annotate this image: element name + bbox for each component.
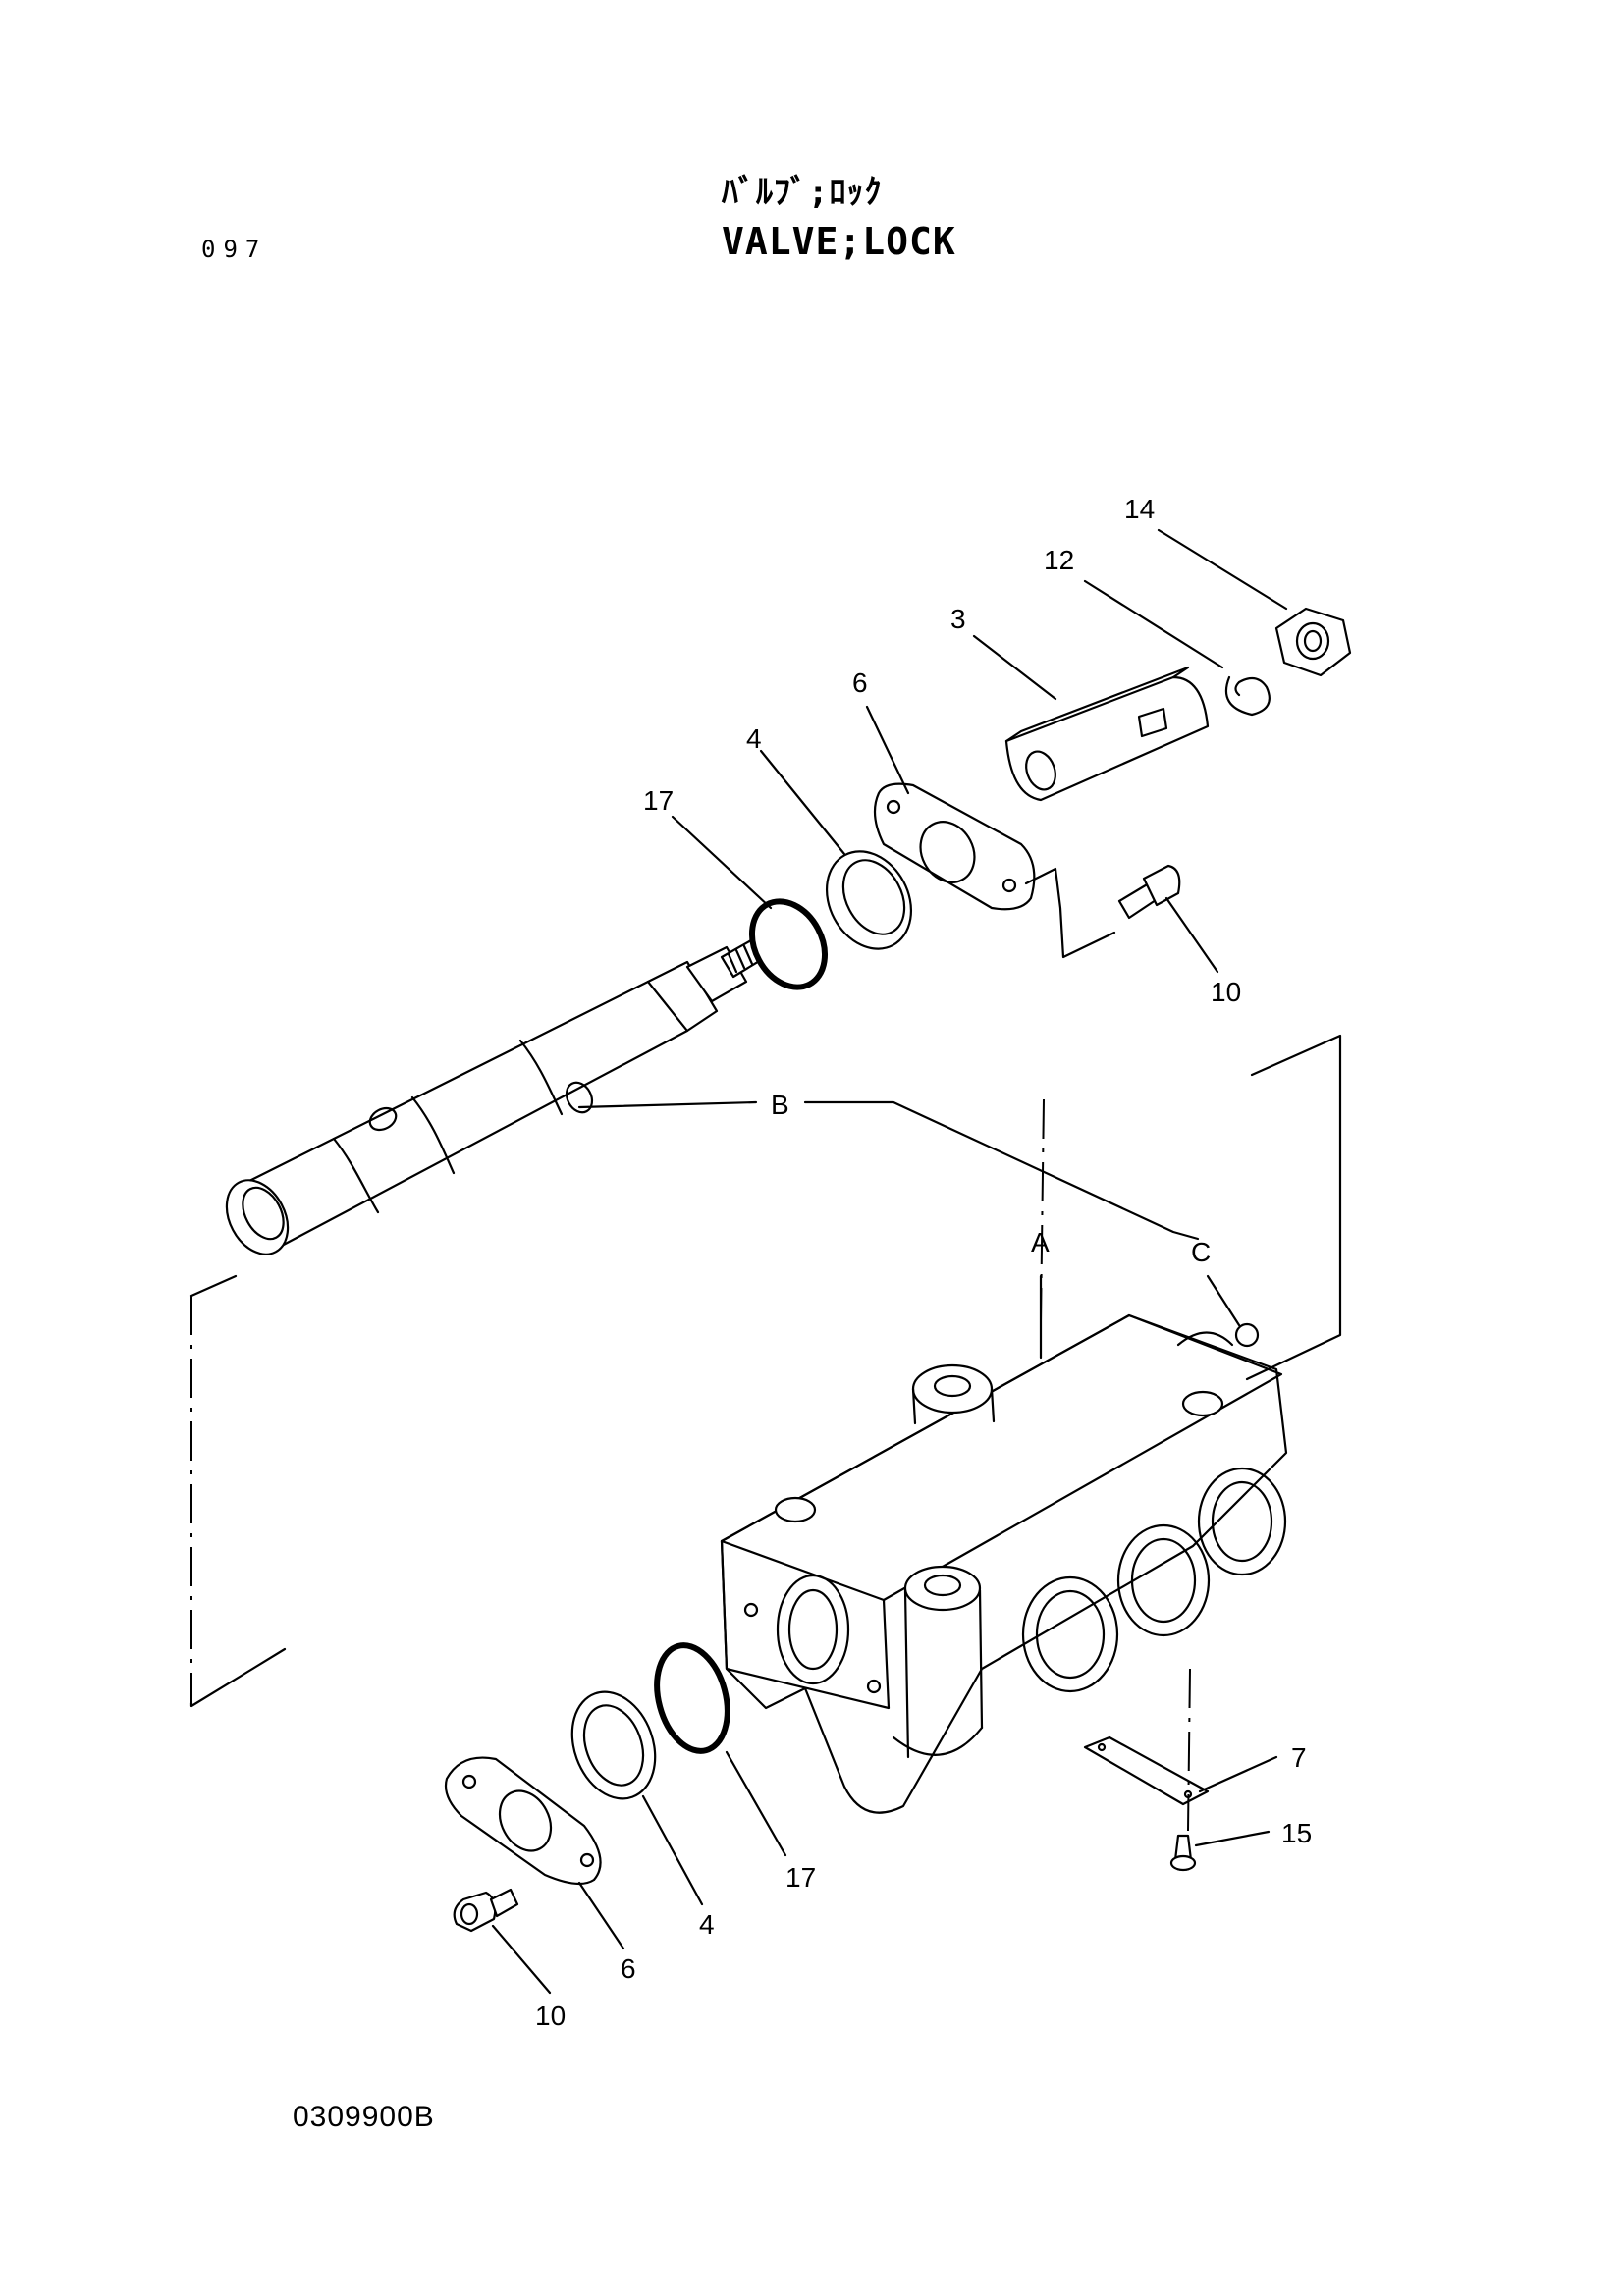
- leader-6-bottom: [577, 1881, 625, 1950]
- socket-bolt-top: [1117, 864, 1181, 920]
- callout-10-top: 10: [1211, 977, 1241, 1007]
- title-english: VALVE;LOCK: [722, 220, 956, 263]
- callout-17-bottom: 17: [785, 1862, 816, 1893]
- callout-7: 7: [1291, 1742, 1307, 1773]
- drawing-number: 0309900B: [293, 2101, 435, 2133]
- backup-ring-bottom: [570, 1690, 657, 1800]
- callout-15: 15: [1281, 1818, 1312, 1848]
- leader-12: [1083, 579, 1224, 669]
- leader-10-bottom: [491, 1924, 552, 1995]
- spool: [225, 938, 763, 1255]
- leader-4-top: [759, 749, 846, 856]
- callout-4-bottom: 4: [699, 1909, 715, 1940]
- leader-14: [1157, 528, 1288, 611]
- callout-6-bottom: 6: [621, 1953, 636, 1984]
- lock-lever: [1004, 666, 1210, 802]
- socket-bolt-bottom: [453, 1888, 519, 1933]
- callout-6-top: 6: [852, 667, 868, 698]
- check-ball: [1234, 1322, 1260, 1348]
- leader-C: [1206, 1274, 1241, 1327]
- leader-7: [1198, 1755, 1278, 1793]
- leader-3: [972, 634, 1057, 701]
- callout-14: 14: [1124, 494, 1155, 524]
- valve-body: [720, 1313, 1288, 1814]
- leader-10-top: [1164, 896, 1219, 974]
- hex-nut: [1274, 607, 1352, 677]
- callout-3: 3: [950, 604, 966, 634]
- backup-ring-top: [825, 850, 913, 950]
- callout-10-bottom: 10: [535, 2001, 566, 2031]
- drive-screw: [1169, 1834, 1197, 1872]
- flange-plate-top: [873, 782, 1036, 911]
- title-japanese: ﾊﾞﾙﾌﾞ;ﾛｯｸ: [722, 173, 883, 212]
- callout-B: B: [771, 1090, 789, 1120]
- o-ring-top: [749, 898, 828, 990]
- leader-B: [577, 1100, 1200, 1241]
- leader-4-bottom: [641, 1794, 704, 1906]
- callout-17-top: 17: [643, 785, 674, 816]
- leader-6-top: [865, 705, 910, 795]
- leader-15: [1194, 1830, 1271, 1847]
- flange-plate-bottom: [444, 1756, 602, 1886]
- page-number: 097: [201, 236, 268, 263]
- leader-17-bottom: [725, 1750, 787, 1857]
- callout-C: C: [1191, 1237, 1211, 1267]
- callout-4-top: 4: [746, 723, 762, 754]
- snap-ring: [1224, 675, 1271, 717]
- callout-12: 12: [1044, 545, 1074, 575]
- callout-A: A: [1031, 1227, 1050, 1257]
- o-ring-bottom: [654, 1642, 730, 1754]
- leader-17-top: [671, 815, 773, 910]
